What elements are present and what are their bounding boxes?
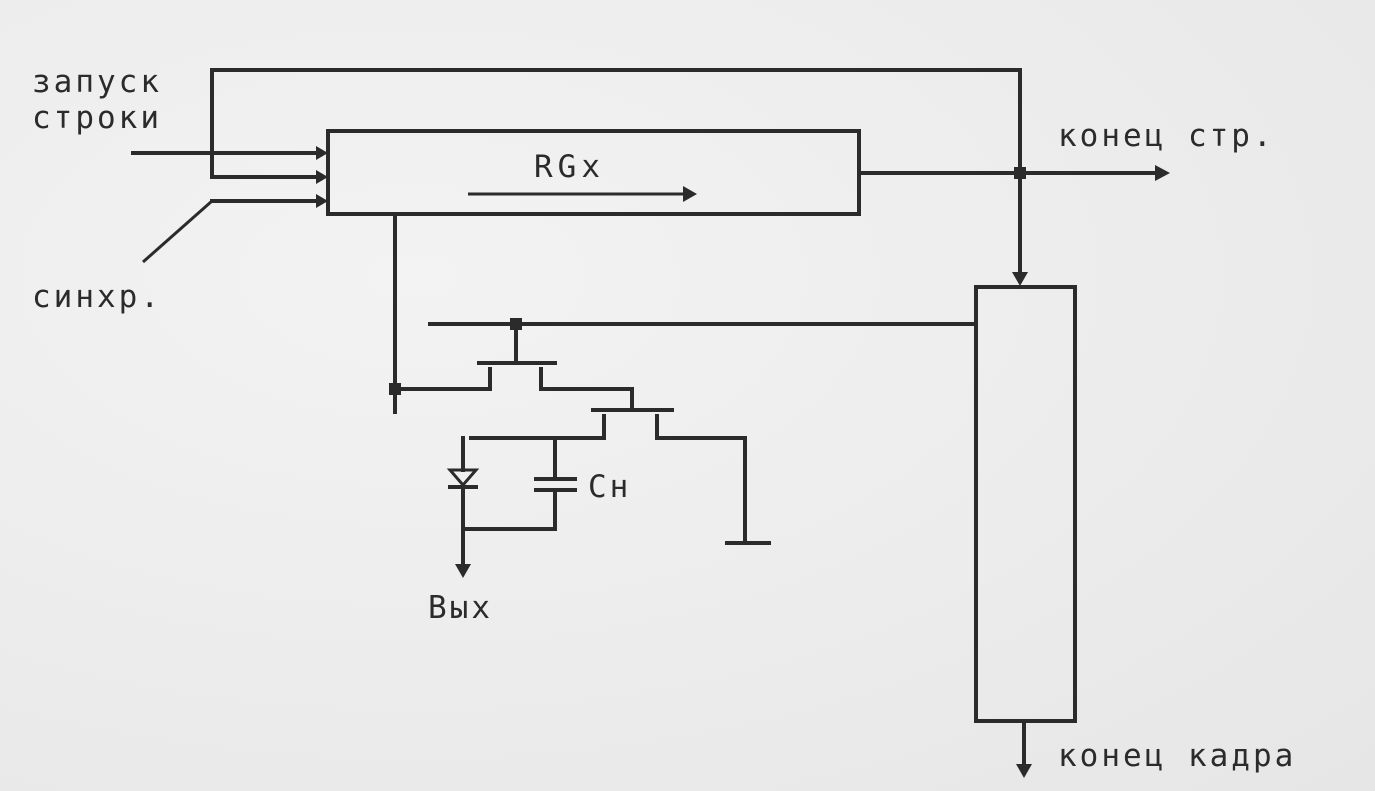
transistor2-drain [655,414,747,545]
row-end-label: конец стр. [1058,118,1275,154]
capacitor-bottom-wire [461,489,557,531]
shift-direction-arrow [683,186,697,202]
feedback-arrow [316,170,328,184]
row-start-label-line1: запуск [32,64,162,100]
sync-leader-line [142,199,213,264]
frame-end-arrow [1016,764,1032,778]
frame-end-label: конец кадра [1058,738,1297,774]
feedback-wire [210,68,1022,179]
frame-counter-box [974,285,1077,723]
register-label: RGx [534,149,605,185]
row-end-arrow [1155,165,1170,181]
capacitor-label: Сн [588,469,632,505]
row-start-label-line2: строки [32,100,162,136]
sync-arrow [316,194,328,208]
row-start-arrow [316,146,328,160]
output-arrow [455,564,471,578]
photodiode-icon [446,468,480,488]
sync-label: синхр. [32,279,162,315]
output-label: Вых [428,590,493,626]
transistor2-source [469,414,606,440]
counter-input-arrow [1012,272,1028,286]
transistor1-drain [539,367,634,412]
